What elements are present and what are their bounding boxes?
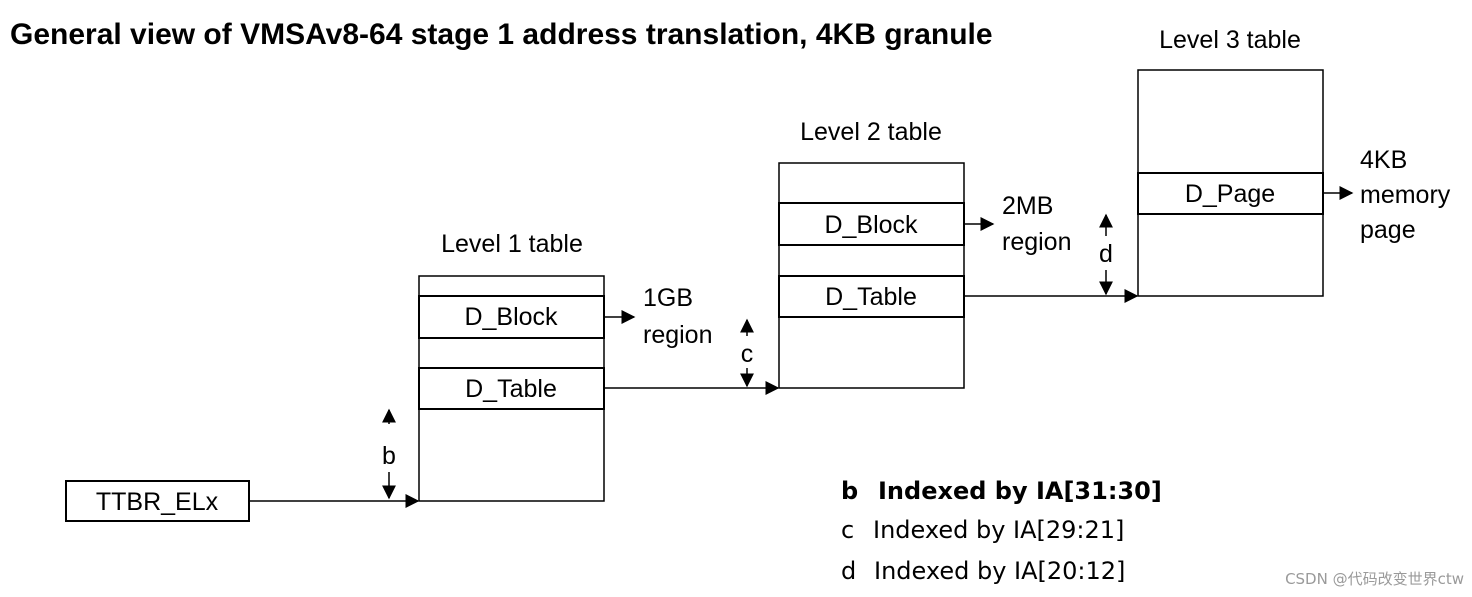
level3-page-output-line2: memory — [1360, 181, 1451, 209]
level3-table: Level 3 table D_Page — [1137, 26, 1324, 297]
index-c-label: c — [741, 340, 754, 368]
level1-table-entry-label: D_Table — [465, 375, 557, 403]
level2-block-entry — [778, 202, 965, 246]
level3-page-output-line1: 4KB — [1360, 146, 1407, 174]
watermark: CSDN @代码改变世界ctw — [1285, 570, 1464, 588]
level2-block-entry-label: D_Block — [824, 211, 918, 239]
index-b-label: b — [382, 442, 396, 470]
legend-text-d: Indexed by IA[20:12] — [874, 557, 1125, 585]
legend-key-b: b — [841, 477, 858, 505]
index-d-arrow: d — [1099, 213, 1113, 296]
diagram-title: General view of VMSAv8-64 stage 1 addres… — [10, 18, 993, 51]
level2-table-entry — [778, 275, 965, 318]
level3-table-heading: Level 3 table — [1159, 26, 1301, 54]
legend-text-c: Indexed by IA[29:21] — [873, 516, 1124, 544]
level1-block-entry — [418, 295, 605, 339]
level1-table-heading: Level 1 table — [441, 230, 583, 258]
legend-key-c: c — [841, 516, 854, 544]
level1-block-entry-label: D_Block — [464, 303, 558, 331]
level3-page-entry — [1137, 172, 1324, 215]
level2-table-heading: Level 2 table — [800, 118, 942, 146]
level1-block-output-line1: 1GB — [643, 284, 693, 312]
level2-table-entry-label: D_Table — [825, 283, 917, 311]
level3-page-output-line3: page — [1360, 216, 1416, 244]
legend-text-b: Indexed by IA[31:30] — [878, 477, 1162, 505]
level3-page-entry-label: D_Page — [1185, 180, 1275, 208]
ttbr-register-label: TTBR_ELx — [96, 488, 219, 516]
level1-block-output-line2: region — [643, 321, 713, 349]
legend: b Indexed by IA[31:30] c Indexed by IA[2… — [841, 477, 1162, 585]
legend-key-d: d — [841, 557, 856, 585]
index-b-arrow: b — [382, 408, 396, 500]
index-d-label: d — [1099, 240, 1113, 268]
level2-block-output-line2: region — [1002, 228, 1072, 256]
ttbr-register: TTBR_ELx — [65, 480, 250, 522]
level2-block-output-line1: 2MB — [1002, 192, 1053, 220]
index-c-arrow: c — [740, 318, 754, 388]
level1-table: Level 1 table D_Block D_Table — [418, 230, 605, 502]
level2-table: Level 2 table D_Block D_Table — [778, 118, 965, 389]
